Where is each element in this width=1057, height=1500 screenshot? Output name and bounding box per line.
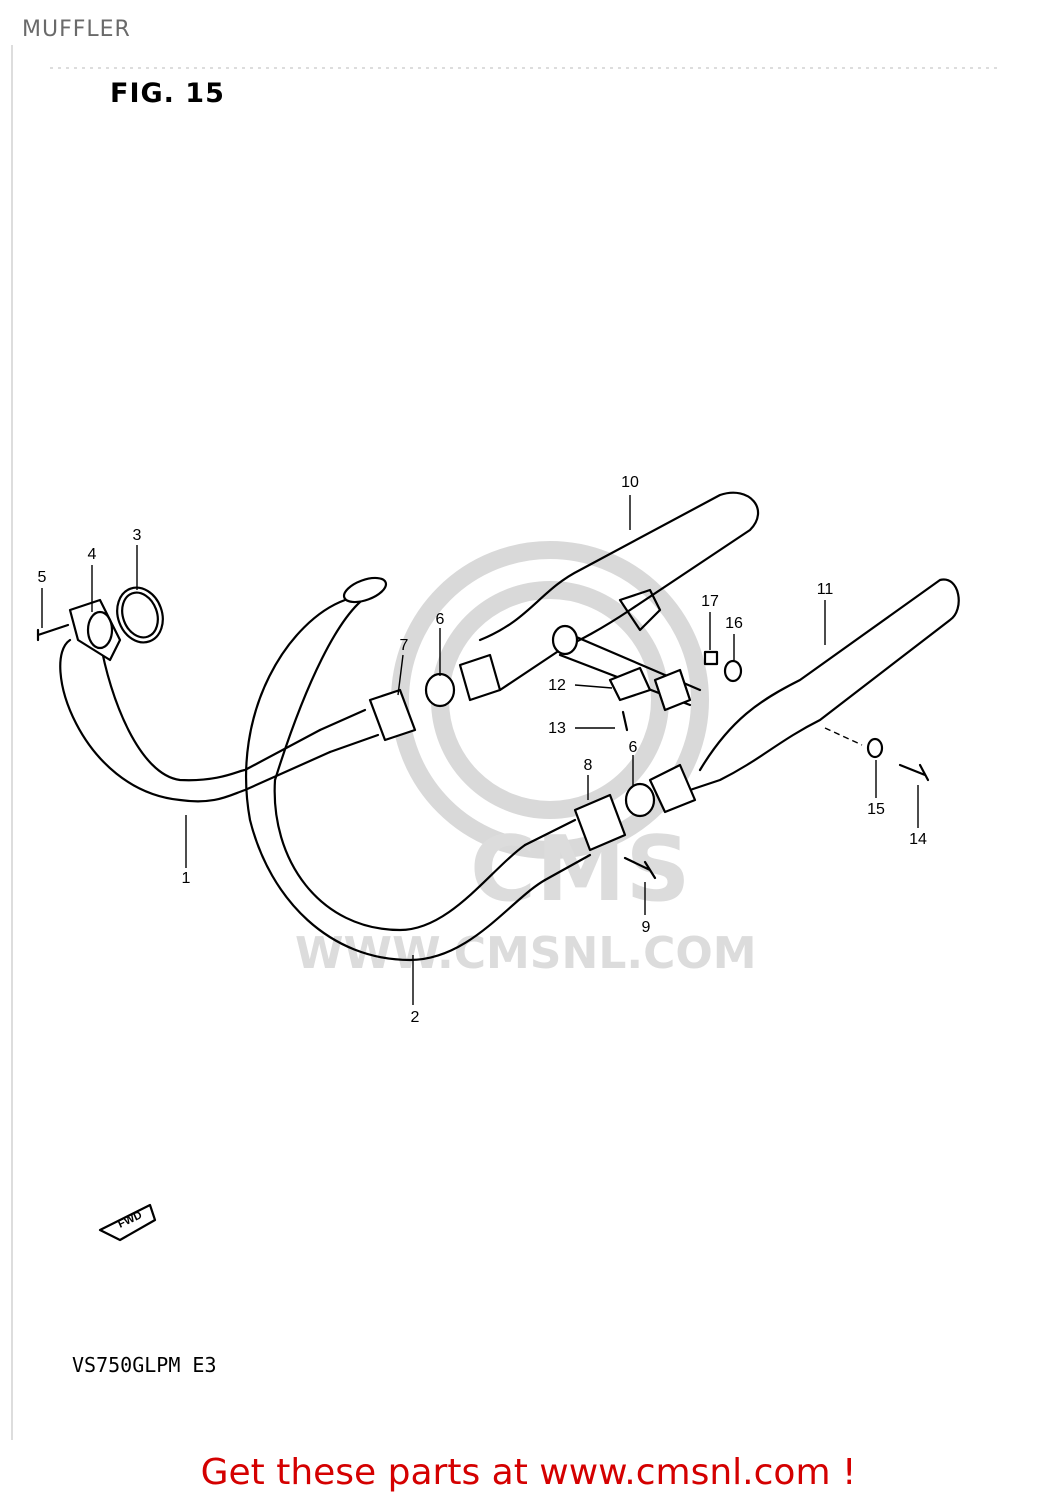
- callout-1: 1: [182, 870, 191, 887]
- callout-8: 8: [584, 757, 593, 774]
- bolt-9: [623, 856, 657, 880]
- figure-label: FIG. 15: [110, 78, 225, 109]
- pipe-joint-a: [458, 653, 502, 702]
- washer-15: [866, 737, 884, 759]
- callout-7: 7: [400, 637, 409, 654]
- watermark-logo: CMS WWW.CMSNL.COM: [295, 541, 757, 979]
- muffler-bracket: [618, 588, 662, 632]
- bolt-13: [621, 710, 629, 732]
- bolt-14: [898, 763, 930, 782]
- callout-2: 2: [411, 1009, 420, 1026]
- connector-pipe-6a: [424, 672, 456, 708]
- pipe-joint-c: [653, 668, 692, 712]
- callout-15: 15: [867, 801, 885, 818]
- flange-bolt: [36, 623, 70, 642]
- exhaust-pipe-front: [59, 638, 332, 803]
- callout-17: 17: [701, 593, 719, 610]
- watermark-url: WWW.CMSNL.COM: [295, 928, 757, 979]
- callout-14: 14: [909, 831, 927, 848]
- clamp-8: [573, 793, 627, 852]
- clamp-12: [608, 666, 652, 702]
- callout-10: 10: [621, 474, 639, 491]
- muffler-lower: [658, 578, 960, 802]
- exhaust-gasket: [116, 586, 164, 644]
- connector-pipe-6b: [624, 782, 656, 818]
- callout-9: 9: [642, 919, 651, 936]
- callout-3: 3: [133, 527, 142, 544]
- pipe-joint-b: [648, 763, 697, 814]
- callout-13: 13: [548, 720, 566, 737]
- pipe-end-rear: [342, 576, 388, 604]
- forward-direction-arrow: FWD: [98, 1203, 157, 1242]
- callout-6a: 6: [436, 611, 445, 628]
- callout-4: 4: [88, 546, 97, 563]
- model-code: VS750GLPM E3: [72, 1353, 217, 1377]
- callout-12: 12: [548, 677, 566, 694]
- watermark-logo-text: CMS: [470, 817, 690, 922]
- exhaust-pipe-rear: [245, 588, 547, 962]
- callout-6b: 6: [629, 739, 638, 756]
- page-title: MUFFLER: [22, 17, 131, 42]
- callout-5: 5: [38, 569, 47, 586]
- nut-17: [703, 650, 719, 666]
- footer-link[interactable]: Get these parts at www.cmsnl.com !: [200, 1452, 857, 1493]
- clamp-7: [368, 688, 417, 742]
- callout-16: 16: [725, 615, 743, 632]
- washer-16: [723, 659, 743, 683]
- muffler-upper: [478, 491, 760, 692]
- callout-11: 11: [817, 581, 834, 598]
